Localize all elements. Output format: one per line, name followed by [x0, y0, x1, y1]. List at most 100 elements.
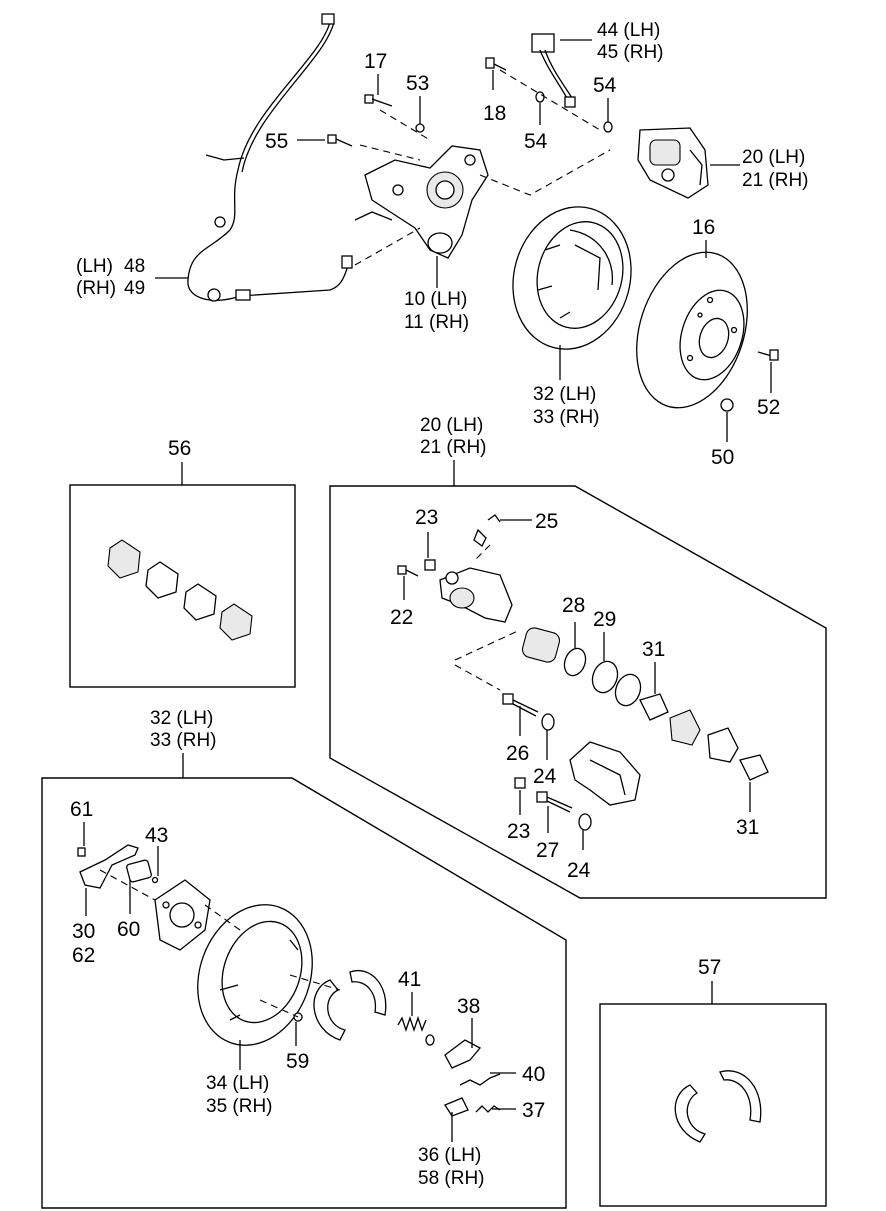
label-34: 34 (LH) [206, 1073, 269, 1094]
pad-clip-31-bottom [739, 754, 769, 781]
label-20-box: 20 (LH) [420, 415, 483, 436]
caliper-assembly-top [637, 127, 709, 199]
label-18: 18 [483, 102, 506, 125]
parking-shoes [313, 969, 387, 1041]
label-59: 59 [286, 1050, 309, 1073]
label-53: 53 [406, 72, 429, 95]
bolt-23-bottom [514, 777, 526, 789]
bolt-17 [364, 94, 393, 107]
label-31-bottom: 31 [736, 816, 759, 839]
label-44: 44 (LH) [597, 20, 660, 41]
nut-50 [720, 398, 734, 412]
label-54-right: 54 [593, 74, 617, 97]
boot-24-top [541, 713, 555, 731]
spring-40 [459, 1073, 501, 1086]
bolt-23-top [424, 559, 436, 571]
bolt-52 [757, 349, 779, 361]
label-27: 27 [536, 839, 559, 862]
label-33-top: 33 (RH) [533, 407, 600, 428]
ring-29 [614, 673, 642, 707]
backing-plate-top [512, 206, 632, 350]
spring-37 [475, 1105, 501, 1113]
label-17: 17 [364, 50, 387, 73]
backing-plate-box [41, 777, 567, 1209]
label-50: 50 [711, 446, 734, 469]
bracket-30 [79, 844, 139, 889]
label-56: 56 [168, 437, 191, 460]
brake-rotor [636, 251, 748, 409]
label-25: 25 [535, 510, 558, 533]
washer-54a [535, 91, 545, 103]
label-21-top: 21 (RH) [742, 170, 809, 191]
label-24-top: 24 [533, 765, 557, 788]
label-52: 52 [757, 396, 780, 419]
label-54-left: 54 [524, 130, 548, 153]
label-57: 57 [698, 956, 721, 979]
knuckle [354, 145, 489, 259]
label-21-box: 21 (RH) [420, 437, 487, 458]
label-62: 62 [72, 944, 95, 967]
label-22: 22 [390, 606, 413, 629]
label-60: 60 [117, 918, 140, 941]
label-40: 40 [522, 1063, 545, 1086]
label-49-side: (RH) [76, 278, 116, 299]
label-32-box: 32 (LH) [150, 708, 213, 729]
strut-36 [444, 1097, 469, 1117]
label-26: 26 [506, 742, 529, 765]
seal-28 [563, 647, 587, 677]
pin-61 [77, 847, 86, 857]
label-31-top: 31 [642, 638, 665, 661]
label-43: 43 [145, 824, 168, 847]
label-48-side: (LH) [76, 256, 113, 277]
guide-pin-27 [536, 791, 573, 813]
spring-41 [397, 1015, 435, 1046]
boot-24-bottom [578, 813, 592, 831]
pad-kit-box [69, 484, 296, 688]
label-33-box: 33 (RH) [150, 730, 217, 751]
caliper-carrier [569, 741, 641, 806]
lever-60 [126, 859, 152, 883]
brake-pad-set [107, 539, 253, 641]
label-24-bottom: 24 [567, 859, 591, 882]
washer-53 [415, 123, 425, 133]
plate-gasket [154, 879, 211, 951]
label-23-top: 23 [415, 506, 438, 529]
screw-43 [151, 876, 159, 884]
label-55: 55 [265, 130, 288, 153]
piston-28 [521, 627, 561, 663]
label-10: 10 (LH) [404, 289, 467, 310]
bolt-22 [397, 565, 419, 577]
label-20-top: 20 (LH) [742, 147, 805, 168]
label-29: 29 [593, 608, 616, 631]
bolt-55 [327, 134, 353, 147]
label-23-bottom: 23 [507, 820, 530, 843]
bolt-18 [485, 57, 507, 71]
label-16: 16 [692, 216, 715, 239]
adjuster-38 [444, 1039, 482, 1069]
label-32-top: 32 (LH) [533, 384, 596, 405]
pad-clip-31-top [639, 693, 669, 721]
boot-29 [591, 660, 619, 694]
caliper-housing [439, 567, 513, 623]
abs-sensor-cable [187, 13, 353, 302]
parking-shoe-set [674, 1070, 762, 1143]
washer-54b [603, 121, 613, 133]
label-61: 61 [70, 798, 93, 821]
label-28: 28 [562, 594, 585, 617]
brake-hose [531, 33, 576, 108]
label-36: 36 (LH) [418, 1145, 481, 1166]
label-37: 37 [522, 1099, 545, 1122]
bleeder-25 [473, 514, 501, 547]
caliper-box [329, 485, 827, 899]
shoe-kit-box [599, 1003, 827, 1207]
label-49: 49 [124, 278, 145, 299]
label-48: 48 [124, 256, 145, 277]
label-11: 11 (RH) [404, 312, 469, 333]
label-35: 35 (RH) [206, 1096, 273, 1117]
label-41: 41 [398, 968, 421, 991]
label-45: 45 (RH) [597, 42, 664, 63]
label-30: 30 [72, 920, 95, 943]
label-38: 38 [457, 995, 480, 1018]
pads-in-box [669, 709, 739, 763]
